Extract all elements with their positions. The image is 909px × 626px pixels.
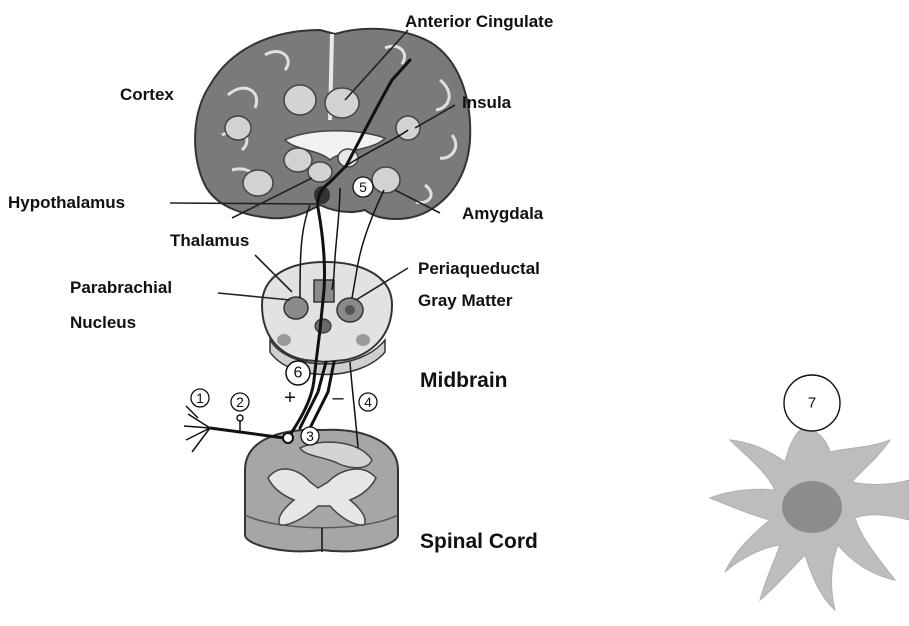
midbrain-dot-right	[356, 334, 370, 346]
periaqueductal-core	[345, 305, 355, 315]
brain-section	[195, 29, 470, 219]
label-parabrachial-1: Parabrachial	[70, 278, 172, 297]
spinal-cord-section	[245, 430, 398, 552]
label-insula: Insula	[462, 93, 512, 112]
cingulate-nucleus-left	[284, 85, 316, 115]
basal-nucleus-left	[284, 148, 312, 172]
leader-hypothalamus	[170, 203, 318, 204]
amygdala-nucleus-right	[372, 167, 400, 193]
marker-2: 2	[236, 394, 244, 410]
label-midbrain: Midbrain	[420, 369, 508, 392]
label-spinal-cord: Spinal Cord	[420, 530, 538, 553]
plus-sign: +	[284, 387, 296, 409]
label-thalamus: Thalamus	[170, 231, 249, 250]
midbrain-outline	[262, 262, 392, 362]
marker-5: 5	[359, 179, 367, 195]
marker-6: 6	[294, 365, 303, 382]
neuron-cell: 7	[710, 375, 909, 610]
midbrain-section	[262, 262, 392, 375]
peripheral-nerve-fiber	[210, 428, 284, 438]
neuron-nucleus	[782, 481, 842, 533]
label-anterior-cingulate: Anterior Cingulate	[405, 12, 553, 31]
amygdala-nucleus-left	[243, 170, 273, 196]
label-hypothalamus: Hypothalamus	[8, 193, 125, 212]
synapse-marker	[283, 433, 293, 443]
midbrain-raphe	[315, 319, 331, 333]
cortex-nucleus-left	[225, 116, 251, 140]
label-periaqueductal-2: Gray Matter	[418, 291, 513, 310]
midbrain-dot-left	[277, 334, 291, 346]
nerve-ending-branches	[184, 406, 210, 452]
marker-3: 3	[306, 428, 314, 444]
label-cortex: Cortex	[120, 85, 174, 104]
marker-1: 1	[196, 390, 204, 406]
marker-4: 4	[364, 394, 372, 410]
anterior-cingulate-nucleus	[325, 88, 359, 118]
marker-7: 7	[808, 395, 816, 412]
label-periaqueductal-1: Periaqueductal	[418, 259, 540, 278]
minus-sign: –	[332, 387, 344, 409]
dorsal-root-ganglion	[237, 415, 243, 421]
label-amygdala: Amygdala	[462, 204, 544, 223]
label-parabrachial-2: Nucleus	[70, 313, 136, 332]
